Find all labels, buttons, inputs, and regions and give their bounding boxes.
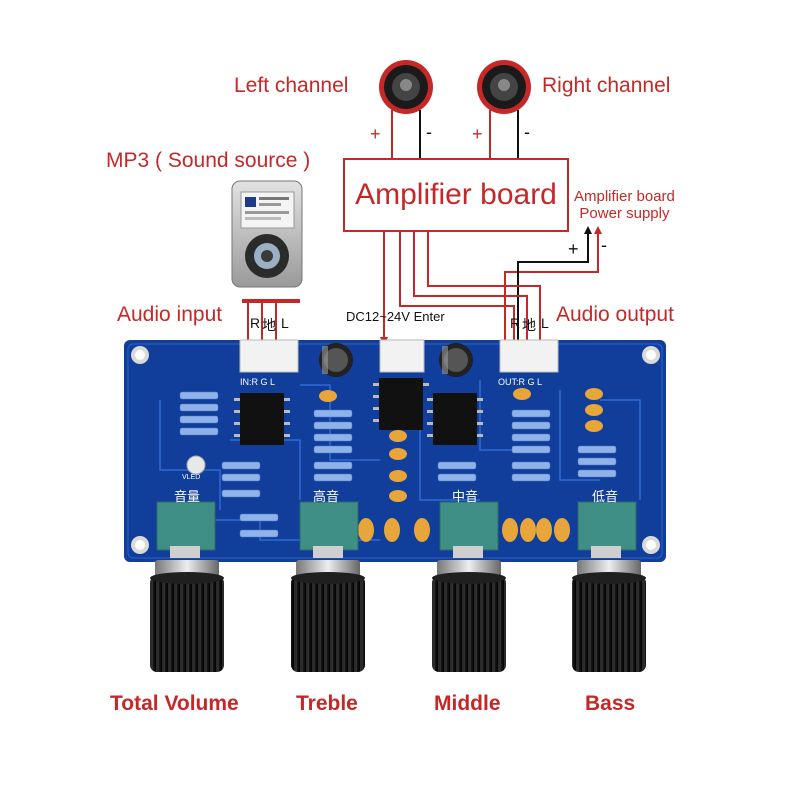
power-minus: - — [601, 235, 607, 255]
treble-label: Treble — [296, 692, 358, 715]
right-minus: - — [524, 122, 530, 142]
amp-power-line2: Power supply — [579, 205, 670, 222]
output-pin-r: R — [510, 315, 521, 331]
total-volume-label: Total Volume — [110, 692, 239, 715]
output-pin-l: L — [541, 315, 549, 331]
knobs — [150, 560, 646, 672]
pcb-volume-label: 音量 — [174, 489, 201, 504]
left-channel-label: Left channel — [234, 74, 349, 97]
speaker-wires — [391, 110, 491, 158]
pcb-led-label: VLED — [182, 474, 201, 481]
output-wires — [399, 232, 541, 345]
left-minus: - — [426, 122, 432, 142]
amplifier-board-box: Amplifier board — [343, 158, 569, 232]
pcb-out-label: OUT:R G L — [498, 377, 543, 387]
output-pin-ground: 地 — [522, 317, 536, 333]
pcb-treble-label: 高音 — [313, 489, 340, 504]
pcb-bass-label: 低音 — [592, 489, 619, 504]
middle-label: Middle — [434, 692, 501, 715]
right-speaker — [477, 60, 531, 114]
right-channel-label: Right channel — [542, 74, 671, 97]
input-pin-r: R — [250, 315, 261, 331]
audio-input-label: Audio input — [117, 303, 223, 326]
pcb-middle-label: 中音 — [452, 489, 479, 504]
power-plus: + — [568, 239, 579, 259]
pcb-board — [124, 339, 666, 562]
left-plus: + — [370, 124, 381, 144]
amp-power-line1: Amplifier board — [574, 188, 675, 205]
audio-output-label: Audio output — [556, 303, 674, 326]
mp3-player — [231, 180, 303, 303]
right-plus: + — [472, 124, 483, 144]
input-wires — [247, 301, 277, 346]
amplifier-board-label: Amplifier board — [355, 178, 557, 211]
amp-power-supply-label: Amplifier board Power supply — [574, 188, 675, 222]
power-supply-wires — [504, 226, 602, 345]
dc-enter-label: DC12~24V Enter — [346, 309, 445, 324]
input-pin-ground: 地 — [262, 317, 276, 333]
input-pin-l: L — [281, 315, 289, 331]
bass-label: Bass — [585, 692, 636, 715]
potentiometers — [156, 501, 637, 558]
pcb-in-label: IN:R G L — [240, 377, 276, 387]
mp3-label: MP3 ( Sound source ) — [106, 149, 311, 172]
left-speaker — [379, 60, 433, 114]
